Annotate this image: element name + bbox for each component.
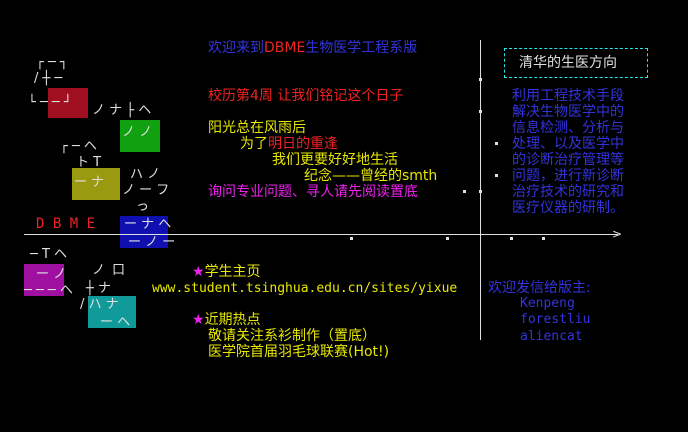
student-home-heading: ★学生主页 [192, 264, 261, 280]
dot [495, 174, 498, 177]
hot-topics-heading: ★近期热点 [192, 312, 261, 328]
sidebar-title: 清华的生医方向 [519, 55, 617, 71]
moderator-forestliu[interactable]: forestliu [520, 312, 591, 327]
color-block-teal [88, 296, 136, 328]
color-block-olive [72, 168, 120, 200]
welcome-banner: 欢迎来到DBME生物医学工程系版 [208, 40, 418, 56]
hot-item-1[interactable]: 敬请关注系衫制作（置底） [208, 328, 376, 344]
poem-line-3: 我们更要好好地生活 [272, 152, 398, 168]
board-brand: DBME [264, 40, 306, 56]
dbme-logo-text: D B M E [36, 216, 96, 232]
poem-line-2: 为了明日的重逢 [240, 136, 338, 152]
dot [479, 190, 482, 193]
color-block-green [120, 120, 160, 152]
reading-tip: 询问专业问题、寻人请先阅读置底 [208, 184, 418, 200]
moderator-aliencat[interactable]: aliencat [520, 329, 583, 344]
star-icon: ★ [192, 312, 205, 328]
color-block-maroon [48, 88, 88, 118]
calendar-note: 校历第4周 让我们铭记这个日子 [208, 88, 404, 104]
dot [479, 78, 482, 81]
hot-item-2[interactable]: 医学院首届羽毛球联赛(Hot!) [208, 344, 390, 360]
mail-moderators-label: 欢迎发信给版主: [488, 280, 591, 296]
dot [495, 142, 498, 145]
sidebar-title-box: 清华的生医方向 [504, 48, 648, 78]
poem-line-1: 阳光总在风雨后 [208, 120, 306, 136]
dot [479, 110, 482, 113]
color-block-purple [24, 264, 64, 296]
student-home-link[interactable]: www.student.tsinghua.edu.cn/sites/yixue [152, 281, 458, 296]
star-icon: ★ [192, 264, 205, 280]
moderator-kenpeng[interactable]: Kenpeng [520, 296, 575, 311]
poem-line-4: 纪念——曾经的smth [304, 168, 438, 184]
dot [463, 190, 466, 193]
color-block-blue [120, 216, 168, 248]
